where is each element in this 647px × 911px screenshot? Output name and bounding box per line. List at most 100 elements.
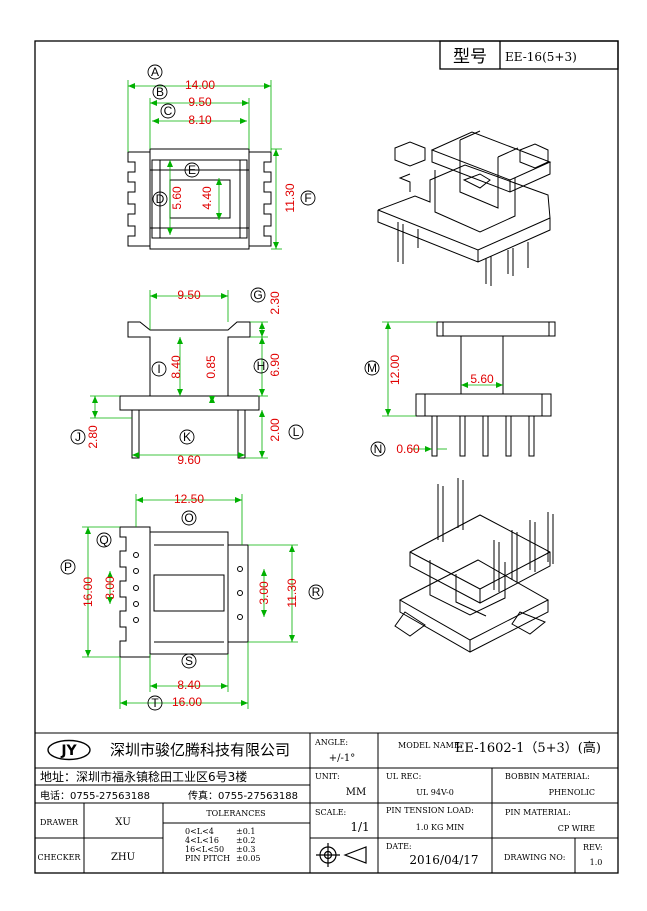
logo-text: JY (60, 743, 77, 759)
pin-tension-label: PIN TENSION LOAD: (386, 806, 474, 815)
dim-g-height: 2.30 (268, 291, 282, 315)
marker-k: K (183, 430, 191, 444)
dim-h-small: 0.85 (204, 355, 218, 379)
markers-front (70, 287, 304, 445)
model-name-label: MODEL NAME: (398, 741, 462, 750)
marker-r: R (312, 585, 321, 599)
marker-p: P (64, 560, 72, 574)
marker-b: B (156, 85, 164, 99)
top-view-dims (127, 80, 282, 250)
projection-symbol-icon (316, 843, 367, 867)
dim-c: 8.10 (188, 113, 212, 127)
marker-e: E (188, 163, 196, 177)
marker-n: N (374, 442, 383, 456)
dim-o: 12.50 (174, 492, 204, 506)
pin-tension-value: 1.0 KG MIN (416, 823, 465, 832)
angle-value: +/-1° (329, 753, 356, 764)
date-value: 2016/04/17 (409, 853, 478, 867)
drawer-value: XU (115, 817, 131, 828)
dim-q: 3.00 (103, 576, 117, 600)
dim-h: 6.90 (268, 353, 282, 377)
dim-s: 8.40 (177, 678, 201, 692)
marker-d: D (156, 192, 165, 206)
rev-label: REV: (583, 843, 603, 852)
company-fax: 传真：0755-27563188 (188, 789, 298, 802)
date-label: DATE: (386, 842, 412, 851)
model-value: EE-16(5+3) (505, 50, 577, 64)
marker-q: Q (99, 533, 108, 547)
dim-m: 12.00 (388, 355, 402, 385)
company-address: 地址：深圳市福永镇稔田工业区6号3楼 (40, 769, 247, 784)
dim-m-inner: 5.60 (470, 372, 494, 386)
dim-n: 0.60 (396, 442, 420, 456)
tolerance-range-3: PIN PITCH (185, 854, 230, 863)
markers-bottom (60, 510, 324, 711)
model-name-value: EE-1602-1（5+3）(高) (455, 740, 601, 756)
company-tel: 电话：0755-27563188 (40, 789, 150, 802)
dim-a: 14.00 (185, 78, 215, 92)
marker-a: A (151, 65, 159, 79)
ul-rec-label: UL REC: (386, 772, 421, 781)
markers-top (147, 64, 316, 207)
checker-label: CHECKER (38, 853, 82, 862)
marker-t: T (151, 696, 159, 710)
dim-j: 2.80 (86, 425, 100, 449)
marker-f: F (304, 191, 311, 205)
dim-k: 9.60 (177, 453, 201, 467)
front-view-dims (90, 290, 268, 459)
company-logo: JY (47, 739, 91, 761)
model-label: 型号 (453, 47, 487, 67)
side-view (415, 321, 556, 457)
tolerance-range-0: 0<L<4 (185, 827, 214, 836)
dim-r: 11.30 (285, 578, 299, 607)
dim-d: 5.60 (170, 186, 184, 210)
drawing-no-label: DRAWING NO: (504, 853, 565, 862)
tolerance-value-0: ±0.1 (236, 827, 255, 836)
dim-q-right: 3.00 (257, 581, 271, 605)
marker-s: S (185, 654, 193, 668)
dim-b: 9.50 (188, 95, 212, 109)
marker-m: M (367, 361, 377, 375)
checker-value: ZHU (111, 852, 135, 863)
rev-value: 1.0 (590, 858, 603, 867)
unit-label: UNIT: (315, 772, 340, 781)
title-block-grid (35, 732, 618, 873)
bobbin-value: PHENOLIC (549, 788, 595, 797)
dim-e: 4.40 (200, 186, 214, 210)
company-name: 深圳市骏亿腾科技有限公司 (110, 741, 290, 759)
tolerance-value-1: ±0.2 (236, 836, 255, 845)
scale-value: 1/1 (350, 820, 369, 834)
scale-label: SCALE: (315, 808, 346, 817)
marker-h: H (257, 359, 266, 373)
markers-side (364, 360, 386, 457)
tolerance-range-2: 16<L<50 (185, 845, 224, 854)
bottom-view (119, 526, 249, 658)
angle-label: ANGLE: (314, 738, 348, 747)
bottom-view-dims (82, 494, 298, 709)
tolerance-value-2: ±0.3 (236, 845, 255, 854)
marker-o: O (184, 511, 193, 525)
dim-t: 16.00 (172, 695, 202, 709)
dim-f: 11.30 (283, 183, 297, 212)
side-view-dims (382, 321, 503, 452)
marker-i: I (157, 362, 160, 376)
dim-p: 16.00 (81, 577, 95, 607)
marker-l: L (293, 425, 300, 439)
dim-i: 8.40 (169, 355, 183, 379)
top-view (127, 148, 272, 250)
model-header: 型号 EE-16(5+3) (439, 40, 619, 70)
tolerance-value-3: ±0.05 (236, 854, 261, 863)
iso-view-bottom (394, 478, 554, 653)
iso-view-top (377, 130, 552, 286)
pin-material-value: CP WIRE (558, 824, 595, 833)
unit-value: MM (346, 787, 366, 798)
marker-g: G (253, 288, 262, 302)
bobbin-label: BOBBIN MATERIAL: (505, 772, 590, 781)
front-view (119, 321, 260, 459)
tolerance-range-1: 4<L<16 (185, 836, 219, 845)
outer-frame (34, 40, 619, 874)
marker-c: C (164, 104, 173, 118)
ul-rec-value: UL 94V-0 (416, 788, 454, 797)
drawer-label: DRAWER (40, 818, 79, 827)
